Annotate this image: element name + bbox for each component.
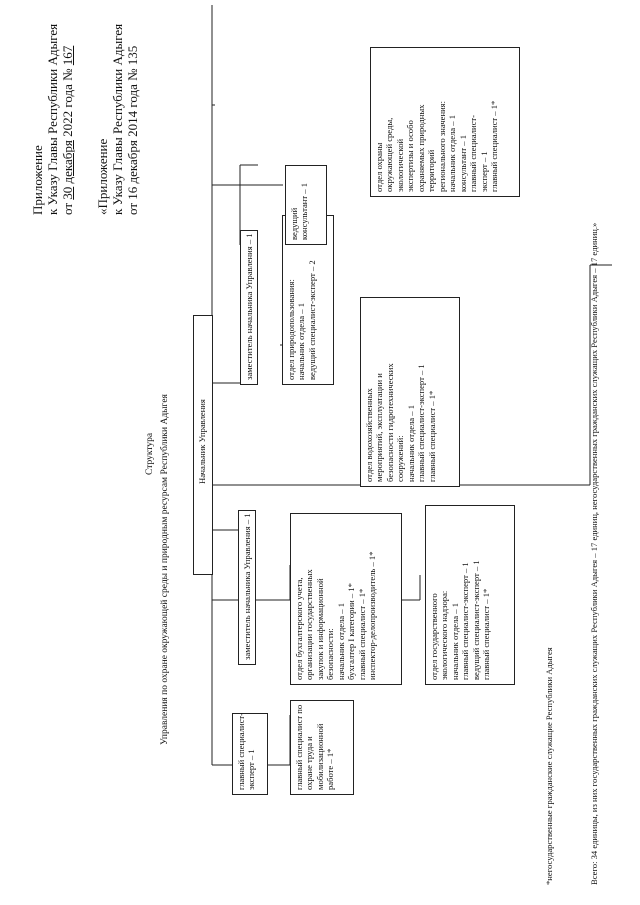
- water-dept-box: отдел водохозяйственных мероприятий, экс…: [360, 297, 460, 487]
- prev-annex-date: от 16 декабря 2014 года № 135: [125, 45, 140, 215]
- environment-dept-line: главный специалист – 1*: [489, 100, 500, 192]
- environment-dept-line: главный специалист-: [468, 114, 479, 192]
- water-dept-line: безопасности гидротехнических: [384, 363, 395, 482]
- supervision-dept-line: главный специалист – 1*: [481, 588, 492, 680]
- accounting-dept-line: организации государственных: [304, 569, 315, 680]
- labor-specialist-line: охране труда и: [304, 736, 315, 790]
- prev-annex-title: «Приложение: [95, 138, 110, 215]
- total-summary: Всего: 34 единицы, из них государственны…: [589, 222, 599, 885]
- annex-month: декабря: [60, 140, 75, 184]
- head-box: Начальник Управления: [193, 315, 213, 575]
- water-dept-line: сооружений:: [395, 435, 406, 482]
- water-dept-line: отдел водохозяйственных: [364, 388, 374, 482]
- accounting-dept-box: отдел бухгалтерского учета, организации …: [290, 513, 402, 685]
- deputy-left-box: заместитель начальника Управления – 1: [238, 510, 256, 665]
- lead-consultant-line: консультант – 1: [299, 182, 310, 240]
- environment-dept-line: начальник отдела – 1: [447, 114, 458, 192]
- deputy-left-label: заместитель начальника Управления – 1: [242, 513, 252, 660]
- annex-day: 30: [60, 186, 75, 200]
- structure-title: Структура: [145, 432, 155, 475]
- water-dept-line: начальник отдела – 1: [405, 404, 416, 482]
- deputy-right-box: заместитель начальника Управления – 1: [240, 230, 258, 385]
- environment-dept-line: экологической: [394, 138, 405, 192]
- accounting-dept-line: инспектор-делопроизводитель – 1*: [367, 551, 378, 680]
- environment-dept-line: окружающей среды,: [384, 117, 395, 192]
- environment-dept-line: отдел охраны: [374, 142, 384, 192]
- labor-specialist-line: работе – 1*: [325, 748, 336, 790]
- deputy-right-label: заместитель начальника Управления – 1: [244, 233, 254, 380]
- water-dept-line: главный специалист-эксперт – 1: [416, 364, 427, 482]
- labor-specialist-box: главный специалист по охране труда и моб…: [290, 700, 354, 795]
- annex-decree: к Указу Главы Республики Адыгея: [45, 23, 60, 215]
- head-label: Начальник Управления: [197, 399, 207, 484]
- structure-subtitle: Управления по охране окружающей среды и …: [160, 394, 170, 745]
- environment-dept-box: отдел охраны окружающей среды, экологиче…: [370, 47, 520, 197]
- environment-dept-line: консультант – 1: [457, 134, 468, 192]
- accounting-dept-line: закупок и информационной: [314, 578, 325, 680]
- annex-title: Приложение: [30, 145, 45, 215]
- annex-date-prefix: от: [60, 202, 75, 215]
- annex-number: 167: [60, 45, 75, 66]
- accounting-dept-line: отдел бухгалтерского учета,: [294, 577, 304, 680]
- accounting-dept-line: безопасности:: [325, 628, 336, 680]
- chief-specialist-line: главный специалист-: [236, 712, 246, 790]
- annex-date: от 30 декабря 2022 года № 167: [60, 46, 76, 215]
- water-dept-line: мероприятий, эксплуатации и: [374, 373, 385, 482]
- accounting-dept-line: начальник отдела – 1: [335, 602, 346, 680]
- supervision-dept-line: ведущий специалист-эксперт – 1: [470, 560, 481, 680]
- lead-consultant-box: ведущий консультант – 1: [285, 165, 327, 245]
- environment-dept-line: территорий: [426, 149, 437, 192]
- labor-specialist-line: главный специалист по: [294, 704, 304, 790]
- supervision-dept-box: отдел государственного экологического на…: [425, 505, 515, 685]
- supervision-dept-line: главный специалист-эксперт – 1: [460, 562, 471, 680]
- environment-dept-line: экспертизы и особо: [405, 120, 416, 192]
- supervision-dept-line: экологического надзора:: [439, 590, 450, 680]
- water-dept-line: главный специалист – 1*: [426, 390, 437, 482]
- accounting-dept-line: главный специалист – 1*: [356, 588, 367, 680]
- footnote: *негосударственные гражданские служащие …: [544, 647, 554, 885]
- supervision-dept-line: начальник отдела – 1: [449, 602, 460, 680]
- chief-specialist-line: эксперт – 1: [246, 749, 257, 790]
- lead-consultant-line: ведущий: [289, 207, 299, 240]
- accounting-dept-line: бухгалтер I категории – 1*: [346, 583, 357, 680]
- environment-dept-line: регионального значения:: [436, 100, 447, 192]
- supervision-dept-line: отдел государственного: [429, 593, 439, 680]
- annex-year-text: 2022 года №: [60, 68, 75, 137]
- environment-dept-line: охраняемых природных: [415, 104, 426, 192]
- prev-annex-decree: к Указу Главы Республики Адыгея: [110, 23, 125, 215]
- chief-specialist-box: главный специалист- эксперт – 1: [232, 713, 268, 795]
- environment-dept-line: эксперт – 1: [478, 151, 489, 192]
- labor-specialist-line: мобилизационной: [314, 723, 325, 790]
